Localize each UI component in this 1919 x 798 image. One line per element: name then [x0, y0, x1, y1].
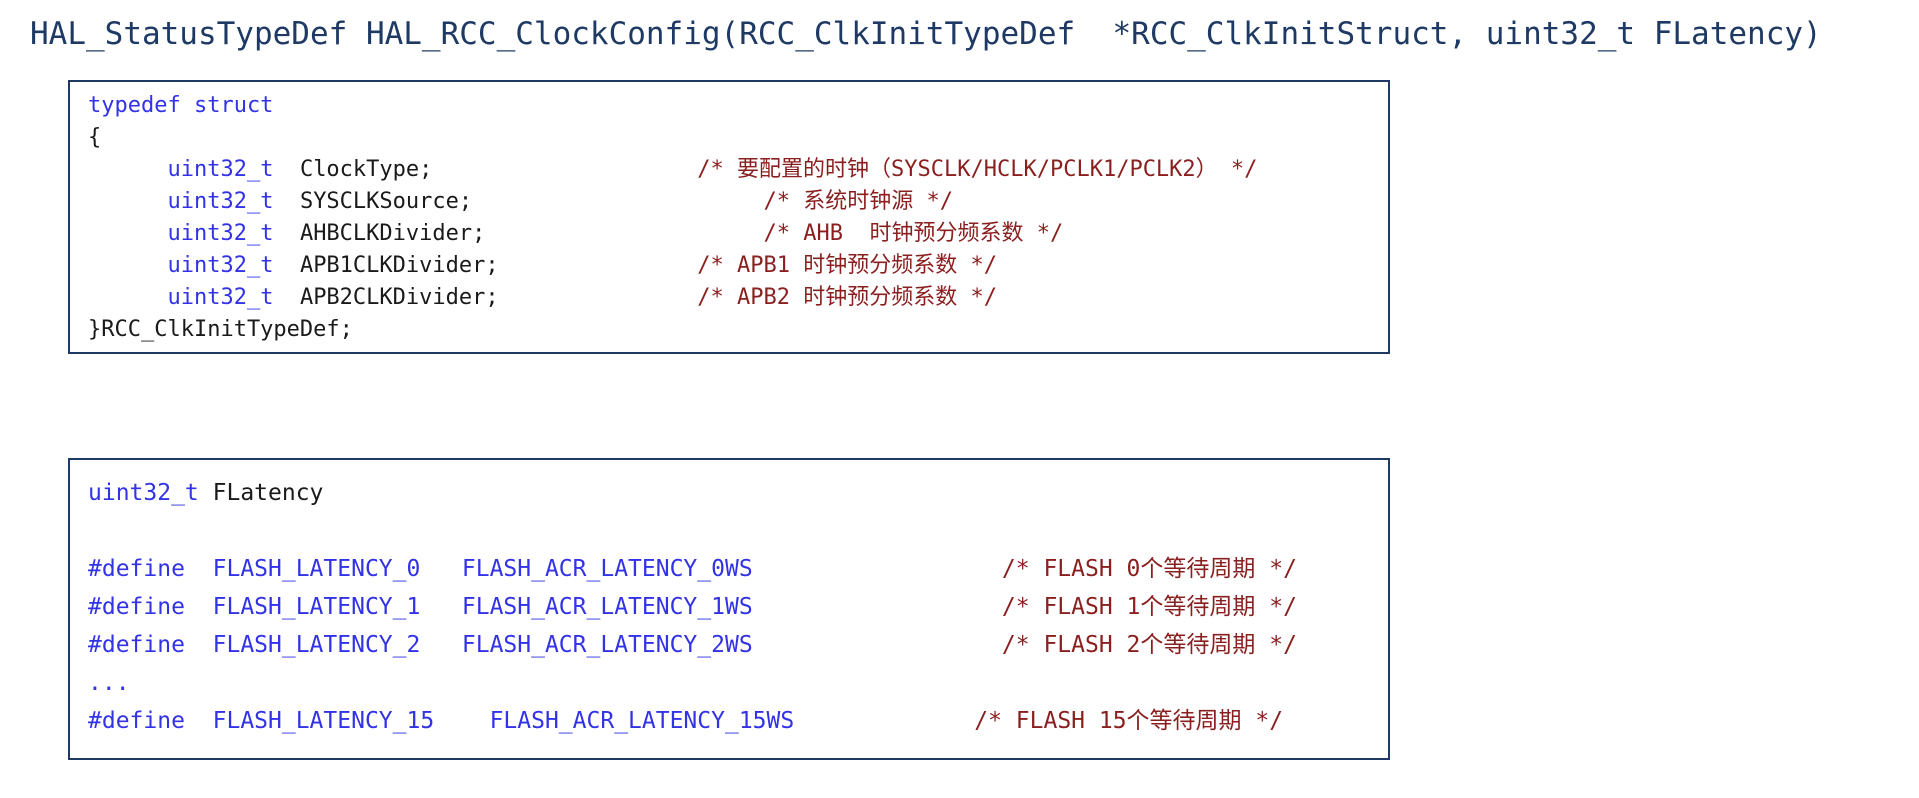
code-text — [794, 708, 974, 734]
code-keyword: uint32_t — [167, 253, 274, 278]
code-comment: /* FLASH 1个等待周期 */ — [1001, 594, 1297, 620]
code-keyword: uint32_t — [167, 285, 274, 310]
flatency-defines-box: uint32_t FLatency #define FLASH_LATENCY_… — [68, 458, 1390, 760]
code-text: APB1CLKDivider; — [273, 253, 698, 278]
struct-definition-box: typedef struct { uint32_t ClockType; /* 要… — [68, 80, 1390, 354]
code-comment: /* 要配置的时钟（SYSCLK/HCLK/PCLK1/PCLK2） */ — [697, 157, 1258, 182]
code-text — [88, 285, 167, 310]
code-text — [88, 221, 167, 246]
function-signature: HAL_StatusTypeDef HAL_RCC_ClockConfig(RC… — [30, 16, 1822, 52]
code-text: ClockType; — [273, 157, 698, 182]
code-text — [753, 556, 1002, 582]
code-keyword: #define FLASH_LATENCY_15 FLASH_ACR_LATEN… — [88, 708, 795, 734]
code-line: ... — [88, 664, 1388, 702]
code-text: { — [88, 125, 102, 150]
code-line: uint32_t SYSCLKSource; /* 系统时钟源 */ — [88, 186, 1388, 218]
code-comment: /* APB2 时钟预分频系数 */ — [697, 285, 997, 310]
code-line: #define FLASH_LATENCY_15 FLASH_ACR_LATEN… — [88, 702, 1388, 740]
code-line: #define FLASH_LATENCY_0 FLASH_ACR_LATENC… — [88, 550, 1388, 588]
code-text — [753, 594, 1002, 620]
code-line: uint32_t APB1CLKDivider; /* APB1 时钟预分频系数… — [88, 250, 1388, 282]
code-comment: /* FLASH 2个等待周期 */ — [1001, 632, 1297, 658]
code-text: }RCC_ClkInitTypeDef; — [88, 317, 353, 342]
code-text — [88, 189, 167, 214]
code-keyword: ... — [88, 670, 130, 696]
code-comment: /* 系统时钟源 */ — [763, 189, 954, 214]
code-text: FLatency — [198, 480, 324, 506]
code-keyword: uint32_t — [88, 480, 199, 506]
code-keyword: uint32_t — [167, 189, 274, 214]
code-text: AHBCLKDivider; — [273, 221, 764, 246]
code-comment: /* FLASH 0个等待周期 */ — [1001, 556, 1297, 582]
code-line: uint32_t APB2CLKDivider; /* APB2 时钟预分频系数… — [88, 282, 1388, 314]
code-keyword: #define FLASH_LATENCY_1 FLASH_ACR_LATENC… — [88, 594, 753, 620]
code-keyword: #define FLASH_LATENCY_0 FLASH_ACR_LATENC… — [88, 556, 753, 582]
code-keyword: uint32_t — [167, 157, 274, 182]
code-line: #define FLASH_LATENCY_2 FLASH_ACR_LATENC… — [88, 626, 1388, 664]
code-line: uint32_t ClockType; /* 要配置的时钟（SYSCLK/HCL… — [88, 154, 1388, 186]
code-line: }RCC_ClkInitTypeDef; — [88, 314, 1388, 346]
code-line: #define FLASH_LATENCY_1 FLASH_ACR_LATENC… — [88, 588, 1388, 626]
code-line: uint32_t FLatency — [88, 474, 1388, 512]
code-line: { — [88, 122, 1388, 154]
code-text — [88, 253, 167, 278]
code-text: APB2CLKDivider; — [273, 285, 698, 310]
code-text: SYSCLKSource; — [273, 189, 764, 214]
code-keyword: #define FLASH_LATENCY_2 FLASH_ACR_LATENC… — [88, 632, 753, 658]
code-comment: /* APB1 时钟预分频系数 */ — [697, 253, 997, 278]
code-keyword: typedef struct — [88, 93, 274, 118]
code-line — [88, 512, 1388, 550]
code-line: typedef struct — [88, 90, 1388, 122]
code-text — [753, 632, 1002, 658]
code-keyword: uint32_t — [167, 221, 274, 246]
code-text — [88, 157, 167, 182]
code-comment: /* AHB 时钟预分频系数 */ — [763, 221, 1064, 246]
code-line: uint32_t AHBCLKDivider; /* AHB 时钟预分频系数 *… — [88, 218, 1388, 250]
code-comment: /* FLASH 15个等待周期 */ — [974, 708, 1284, 734]
